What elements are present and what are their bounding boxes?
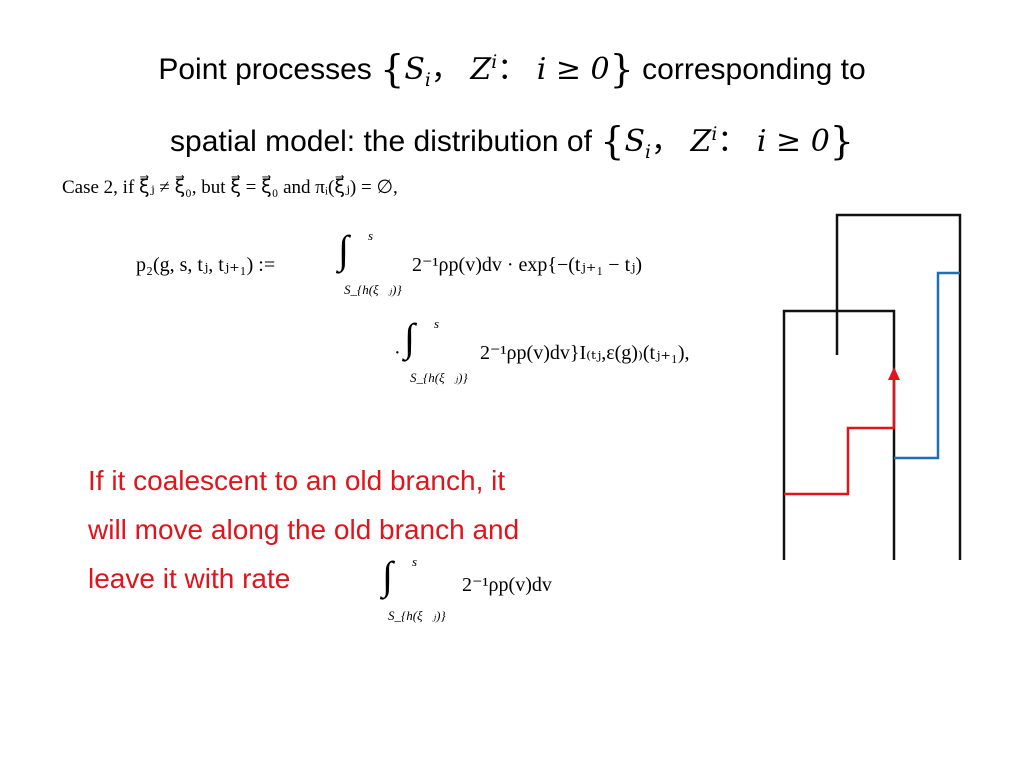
title-line-2: spatial model: the distribution of {Si， … (40, 108, 984, 180)
slide-title: Point processes {Si， Zi： i ≥ 0} correspo… (40, 36, 984, 180)
set-notation-1: {Si， Zi： i ≥ 0} (380, 47, 634, 91)
title-text-2: corresponding to (633, 53, 866, 86)
explanation-text: If it coalescent to an old branch, it wi… (88, 465, 520, 594)
blue-lineage (894, 271, 960, 460)
eq2-integral: ∫ s S_{h(ξ⃗ⱼ)} (404, 315, 468, 385)
eq1-rhs: 2⁻¹ρp(v)dv · exp{−(tⱼ₊₁ − tⱼ) (412, 254, 643, 276)
arrow-up-icon (888, 367, 900, 380)
equation-line-1: p₂(g, s, tⱼ, tⱼ₊₁) := (136, 252, 275, 277)
coalescent-tree-diagram (782, 213, 962, 560)
eq2-rhs: 2⁻¹ρp(v)dv}I₍ₜⱼ,ε(g)₎(tⱼ₊₁), (480, 342, 690, 364)
rate-expression: 2⁻¹ρp(v)dv (462, 574, 552, 596)
rate-integral: ∫ s S_{h(ξ⃗ⱼ)} (382, 553, 446, 623)
set-notation-2: {Si， Zi： i ≥ 0} (600, 119, 854, 163)
title-text-1: Point processes (158, 53, 381, 86)
tree-inner-branch (782, 309, 896, 560)
eq1-integral: ∫ s S_{h(ξ⃗ⱼ)} (338, 227, 402, 297)
tree-outer-branch (835, 213, 962, 560)
title-line-1: Point processes {Si， Zi： i ≥ 0} correspo… (40, 36, 984, 108)
eq2-lead: · (394, 342, 401, 364)
red-lineage (784, 380, 896, 496)
title-text-3: spatial model: the distribution of (170, 125, 601, 158)
eq1-lhs: p₂(g, s, tⱼ, tⱼ₊₁) := (136, 254, 276, 276)
case-statement: Case 2, if ξ⃗ⱼ ≠ ξ⃗₀, but ξ⃗ = ξ⃗₀ and π… (62, 177, 398, 198)
